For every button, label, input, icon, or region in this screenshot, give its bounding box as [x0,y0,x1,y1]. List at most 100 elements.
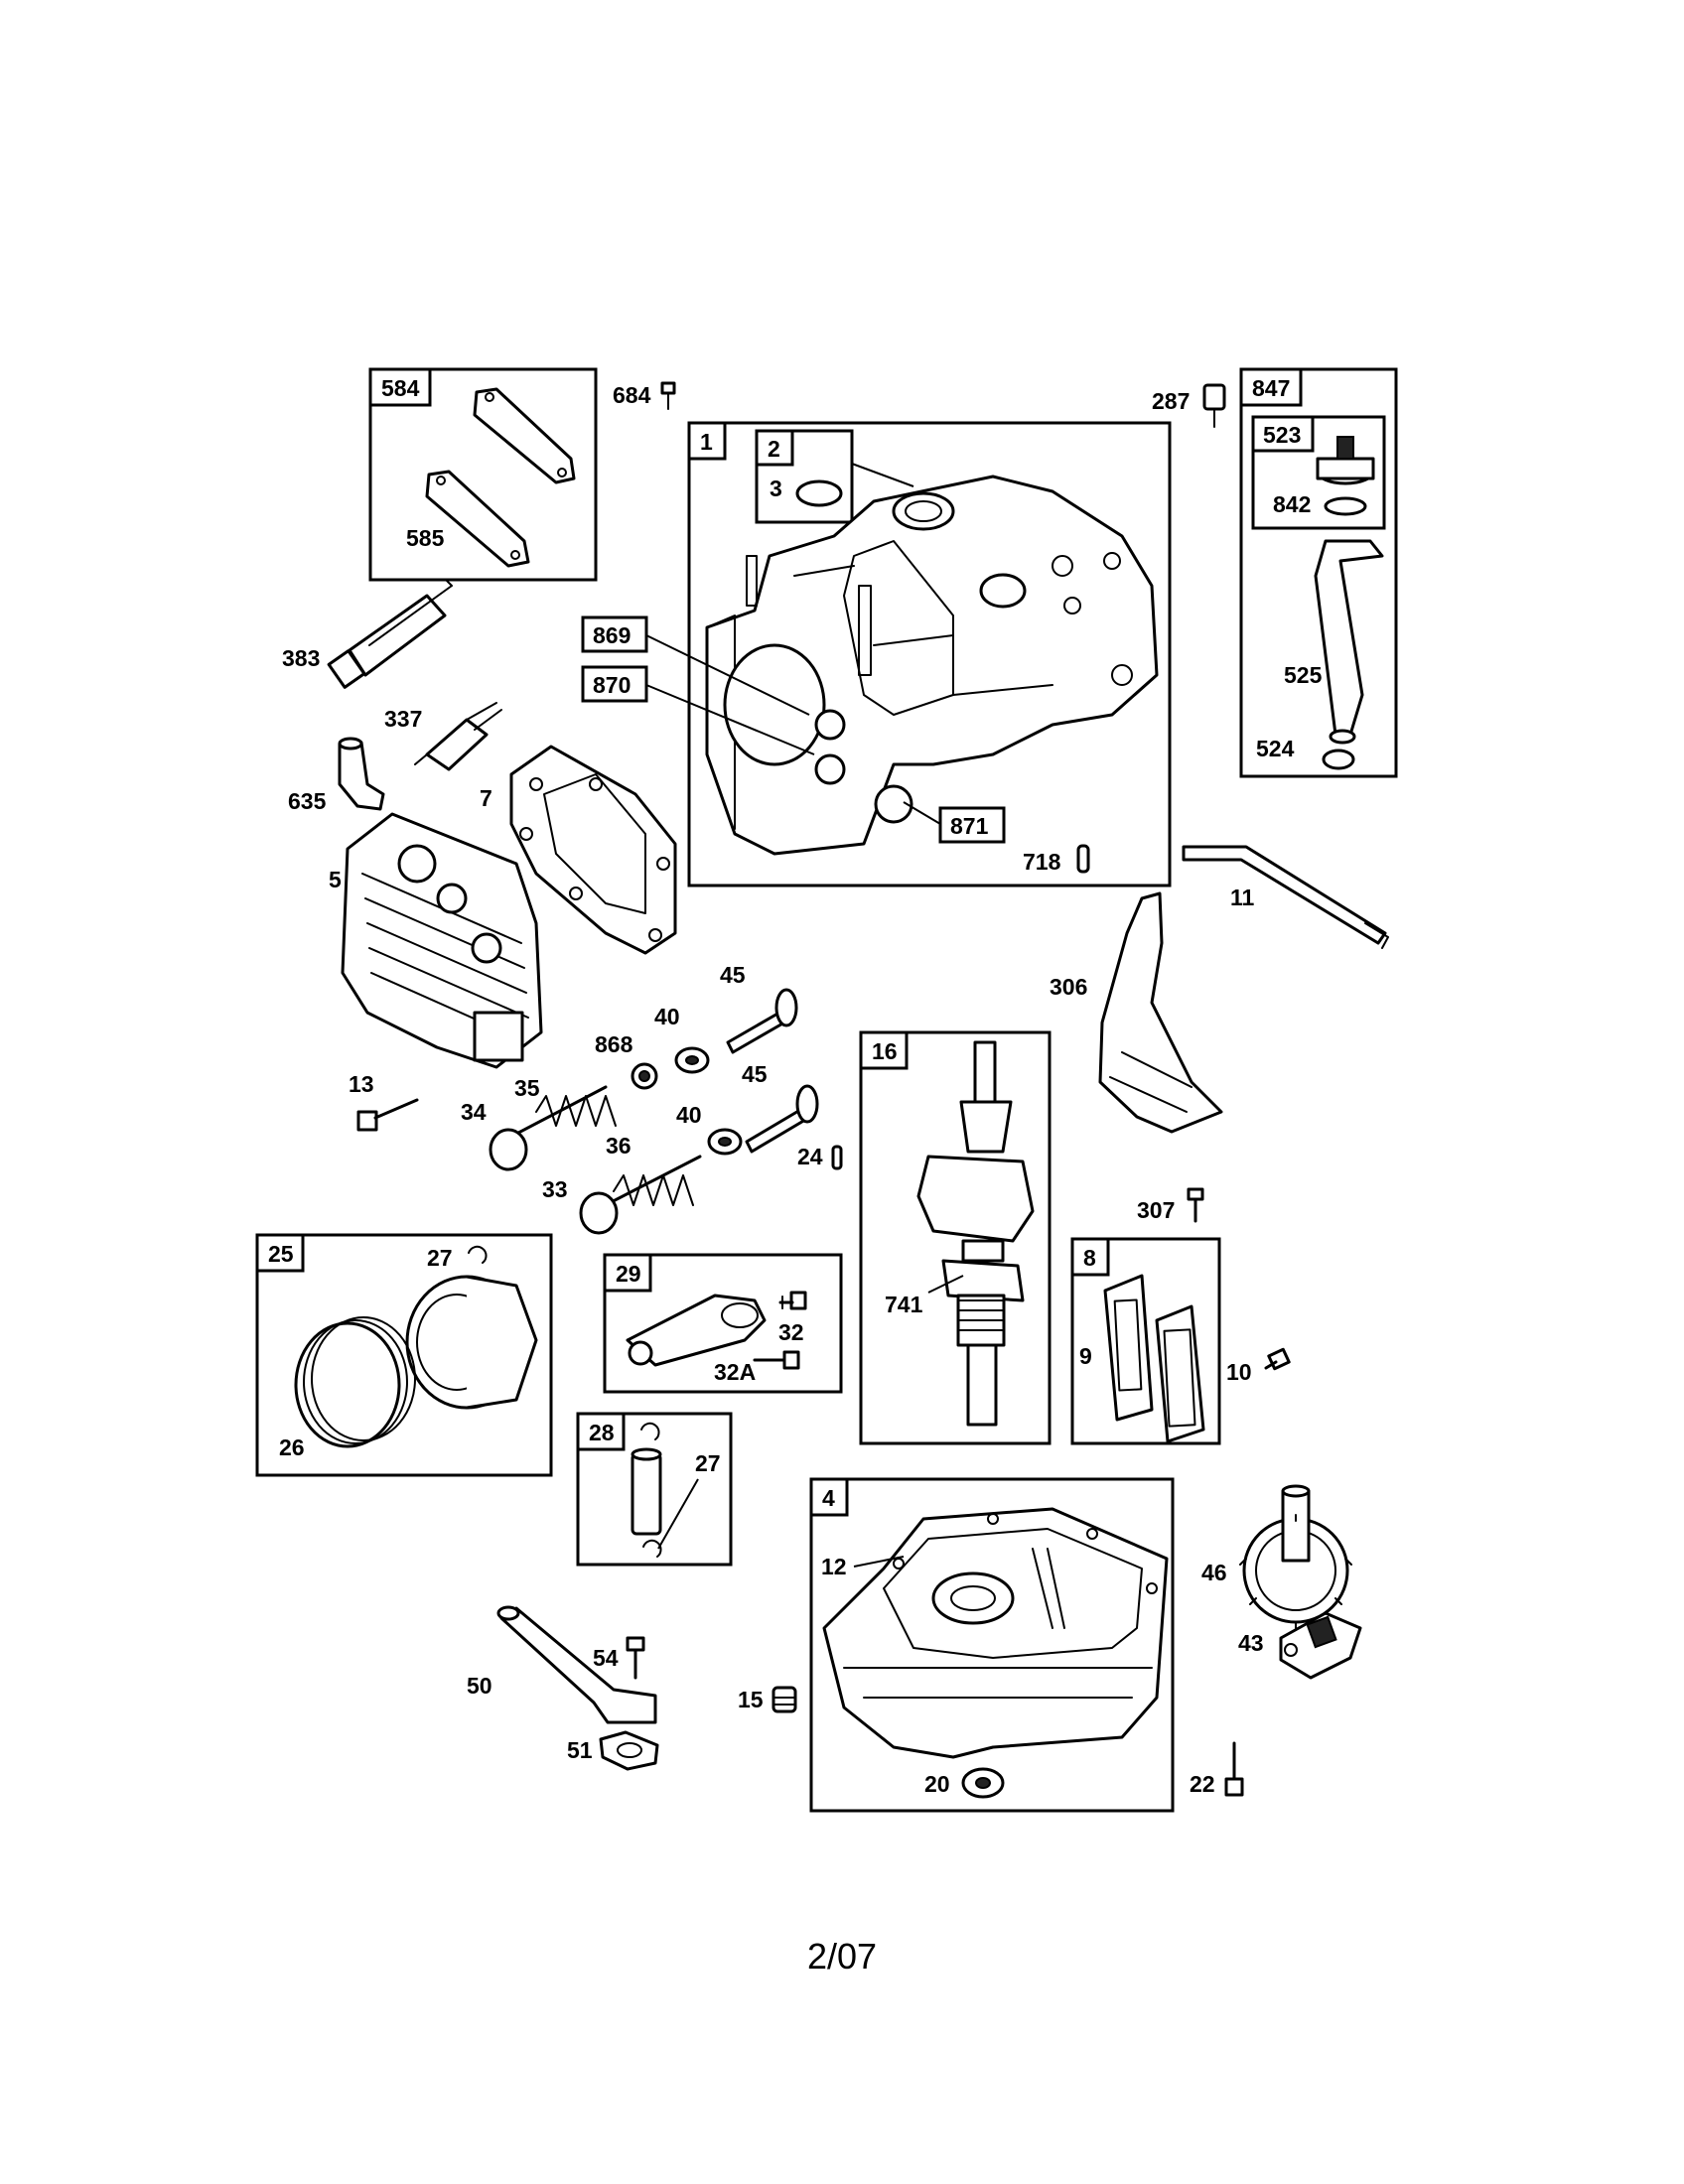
label-3: 3 [770,476,782,501]
label-51: 51 [567,1737,593,1763]
label-43: 43 [1238,1630,1264,1656]
label-27-lower: 27 [695,1450,721,1476]
screw-10 [1264,1347,1291,1371]
pin-24 [831,1145,843,1170]
spark-plug-boot-635 [338,737,385,811]
label-337: 337 [384,706,422,732]
label-36: 36 [606,1133,632,1159]
rocker-cover-gasket-upper [473,387,576,484]
label-33: 33 [542,1176,568,1202]
kit-28-piston-pin: 28 27 [576,1412,733,1567]
label-383: 383 [282,645,320,671]
crankshaft [916,1040,1035,1427]
label-10: 10 [1226,1359,1252,1385]
spring-retainer-40-lower [707,1128,743,1156]
label-15: 15 [738,1687,764,1712]
breather-tube-11 [1182,845,1389,949]
oil-seal-20 [961,1767,1005,1799]
label-34: 34 [461,1099,487,1125]
rod-bolt-32 [778,1291,807,1310]
label-46: 46 [1201,1560,1227,1585]
label-32a: 32A [714,1359,756,1385]
label-40-upper: 40 [654,1004,680,1029]
plug-287 [1202,383,1226,428]
head-bolt-13 [356,1098,419,1132]
label-13: 13 [349,1071,374,1097]
piston [405,1275,538,1410]
o-ring-842 [1324,496,1367,516]
cylinder-head-5 [341,812,543,1069]
air-guide-306 [1098,891,1223,1134]
oil-seal-3 [795,479,843,507]
label-26: 26 [279,1434,305,1460]
label-684: 684 [613,382,651,408]
label-22: 22 [1190,1771,1215,1797]
spark-plug-337 [414,702,502,771]
box-label-871: 871 [950,813,989,839]
box-label-8: 8 [1083,1245,1096,1271]
page-number: 2/07 [806,1936,878,1977]
cylinder-block [705,475,1159,856]
kit-29-connecting-rod: 29 32 32A [603,1253,843,1394]
label-54: 54 [593,1645,619,1671]
label-306: 306 [1050,974,1087,1000]
label-868: 868 [595,1031,633,1057]
label-842: 842 [1273,491,1311,517]
box-label-870: 870 [593,672,631,698]
box-label-1: 1 [700,429,713,455]
kit-8-breather: 8 9 [1070,1237,1221,1445]
label-11: 11 [1230,885,1255,910]
label-24: 24 [797,1144,823,1169]
dipstick-cap-523 [1316,436,1375,485]
label-585: 585 [406,525,445,551]
label-12: 12 [821,1554,847,1579]
label-307: 307 [1137,1197,1175,1223]
label-20: 20 [924,1771,950,1797]
piston-rings-26 [294,1316,416,1448]
screw-684 [660,381,676,410]
kit-25-piston-assembly: 25 27 26 [255,1233,553,1477]
breather-gasket-9 [1103,1274,1154,1422]
box-label-523: 523 [1263,422,1301,448]
kit-16-crankshaft: 16 741 [859,1030,1052,1445]
dipstick-tube-525 [1314,539,1384,745]
box-label-2: 2 [768,436,780,462]
spring-retainer-40-upper [674,1046,710,1074]
connecting-rod [626,1294,767,1367]
valve-seal-868 [631,1062,658,1090]
box-label-869: 869 [593,622,631,648]
label-718: 718 [1023,849,1061,875]
label-741: 741 [885,1292,923,1317]
drain-plug-15 [772,1686,797,1713]
label-45-upper: 45 [720,962,746,988]
label-32: 32 [778,1319,804,1345]
head-gasket-7 [509,745,677,955]
label-524: 524 [1256,736,1295,761]
dowel-pin-718 [1076,844,1090,874]
label-525: 525 [1284,662,1323,688]
o-ring-524 [1322,749,1355,770]
intake-valve-34 [489,1128,528,1171]
valve-45-lower [745,1084,819,1154]
box-label-16: 16 [872,1038,898,1064]
kit-584: 584 585 [368,367,598,582]
label-35: 35 [514,1075,540,1101]
kit-1-cylinder-block: 1 2 3 869 [581,421,1172,887]
screw-54 [626,1636,645,1680]
oil-fill-tube-50 [496,1605,657,1724]
retaining-ring-27-upper [468,1245,488,1264]
retaining-ring-27-a [640,1422,660,1440]
fuel-solenoid-383 [327,580,453,689]
label-27-upper: 27 [427,1245,453,1271]
piston-pin [631,1447,662,1536]
kit-4-sump: 4 12 20 [809,1477,1175,1813]
label-287: 287 [1152,388,1190,414]
exhaust-valve-33 [579,1191,619,1235]
label-40-lower: 40 [676,1102,702,1128]
box-label-25: 25 [268,1241,294,1267]
box-label-584: 584 [381,375,420,401]
camshaft-46 [1239,1484,1352,1629]
rod-bolt-32a [753,1350,800,1370]
label-45-lower: 45 [742,1061,768,1087]
label-635: 635 [288,788,327,814]
